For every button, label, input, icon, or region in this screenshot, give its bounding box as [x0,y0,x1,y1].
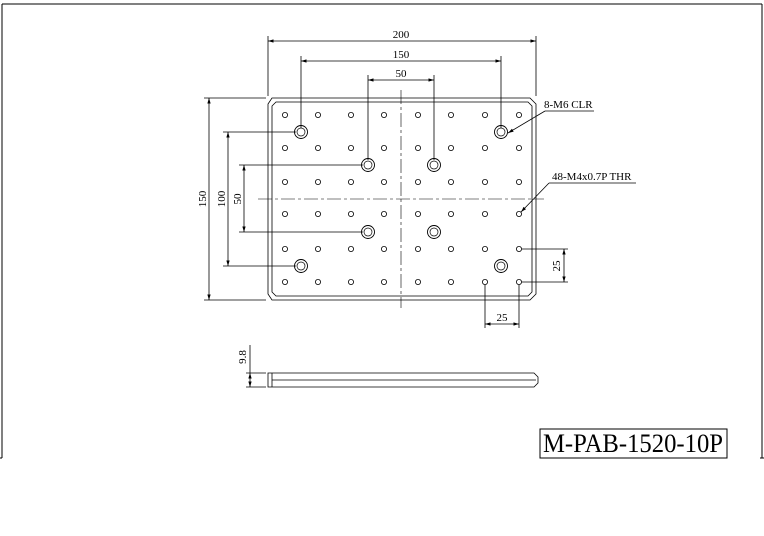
dim-mount-spacing-y: 100 [216,131,296,267]
threaded-hole [516,245,523,252]
threaded-hole [347,178,354,185]
threaded-hole [380,178,387,185]
threaded-hole [516,112,523,119]
threaded-hole [447,144,454,151]
plate-inner-outline [271,101,533,297]
threaded-hole [281,278,288,285]
clearance-hole-bore [363,160,373,170]
clearance-hole [427,225,441,239]
threaded-hole [314,178,321,185]
threaded-hole [380,210,387,217]
threaded-hole [380,278,387,285]
threaded-hole [314,245,321,252]
hole-pattern [281,112,523,285]
dim-width-overall: 200 [267,29,537,96]
dim-mount-spacing-y-label: 100 [216,190,228,207]
threaded-hole [281,178,288,185]
clearance-hole [494,259,508,273]
threaded-hole [414,178,421,185]
clearance-hole [361,158,375,172]
threaded-hole [447,210,454,217]
clearance-hole-bore [363,227,373,237]
threaded-hole [347,278,354,285]
dim-height-overall-label: 150 [197,190,209,207]
threaded-hole [481,178,488,185]
clearance-hole [427,158,441,172]
dim-center-spacing-y: 50 [232,164,363,233]
threaded-hole [314,112,321,119]
dim-hole-pitch-y-label: 25 [551,260,563,272]
threaded-hole [414,245,421,252]
threaded-hole [447,278,454,285]
threaded-hole [516,178,523,185]
clearance-hole [294,259,308,273]
threaded-hole [347,245,354,252]
threaded-hole [481,245,488,252]
threaded-hole [516,278,523,285]
threaded-hole [347,210,354,217]
dim-height-overall: 150 [197,97,266,301]
threaded-hole [414,112,421,119]
threaded-hole [314,144,321,151]
clearance-hole-bore [296,261,306,271]
threaded-hole [516,144,523,151]
threaded-hole [281,144,288,151]
threaded-hole [380,112,387,119]
callout-clearance-holes: 8-M6 CLR [507,99,594,134]
threaded-hole [447,112,454,119]
dim-mount-spacing-x: 150 [300,49,502,128]
callout-clearance-holes-label: 8-M6 CLR [544,99,593,111]
threaded-hole [347,112,354,119]
threaded-hole [447,178,454,185]
dim-thickness: 9.8 [237,345,266,388]
threaded-hole [281,245,288,252]
dim-hole-pitch-x: 25 [484,285,520,328]
threaded-hole [516,210,523,217]
dim-width-overall-label: 200 [393,29,410,41]
plate-outline [267,97,537,301]
threaded-hole [414,278,421,285]
threaded-hole [481,278,488,285]
dim-hole-pitch-x-label: 25 [497,312,509,324]
callout-threaded-holes-label: 48-M4x0.7P THR [552,171,632,183]
threaded-hole [481,210,488,217]
threaded-hole [347,144,354,151]
threaded-hole [447,245,454,252]
threaded-hole [281,210,288,217]
threaded-hole [281,112,288,119]
threaded-hole [414,210,421,217]
threaded-hole [314,210,321,217]
threaded-hole [380,144,387,151]
threaded-hole [314,278,321,285]
side-view [267,372,539,388]
threaded-hole [481,144,488,151]
dim-mount-spacing-x-label: 150 [393,49,410,61]
part-number: M-PAB-1520-10P [543,429,723,458]
dim-center-spacing-x: 50 [367,68,435,160]
callout-threaded-holes: 48-M4x0.7P THR [520,171,636,213]
dim-center-spacing-y-label: 50 [232,193,244,205]
clearance-hole-bore [429,227,439,237]
threaded-hole [481,112,488,119]
dim-hole-pitch-y: 25 [522,248,568,283]
dim-center-spacing-x-label: 50 [396,68,408,80]
clearance-hole [361,225,375,239]
dim-thickness-label: 9.8 [237,350,249,364]
title-block: M-PAB-1520-10P [539,428,728,459]
threaded-hole [380,245,387,252]
clearance-hole-bore [429,160,439,170]
threaded-hole [414,144,421,151]
sheet-frame [0,3,764,459]
clearance-hole-bore [496,261,506,271]
